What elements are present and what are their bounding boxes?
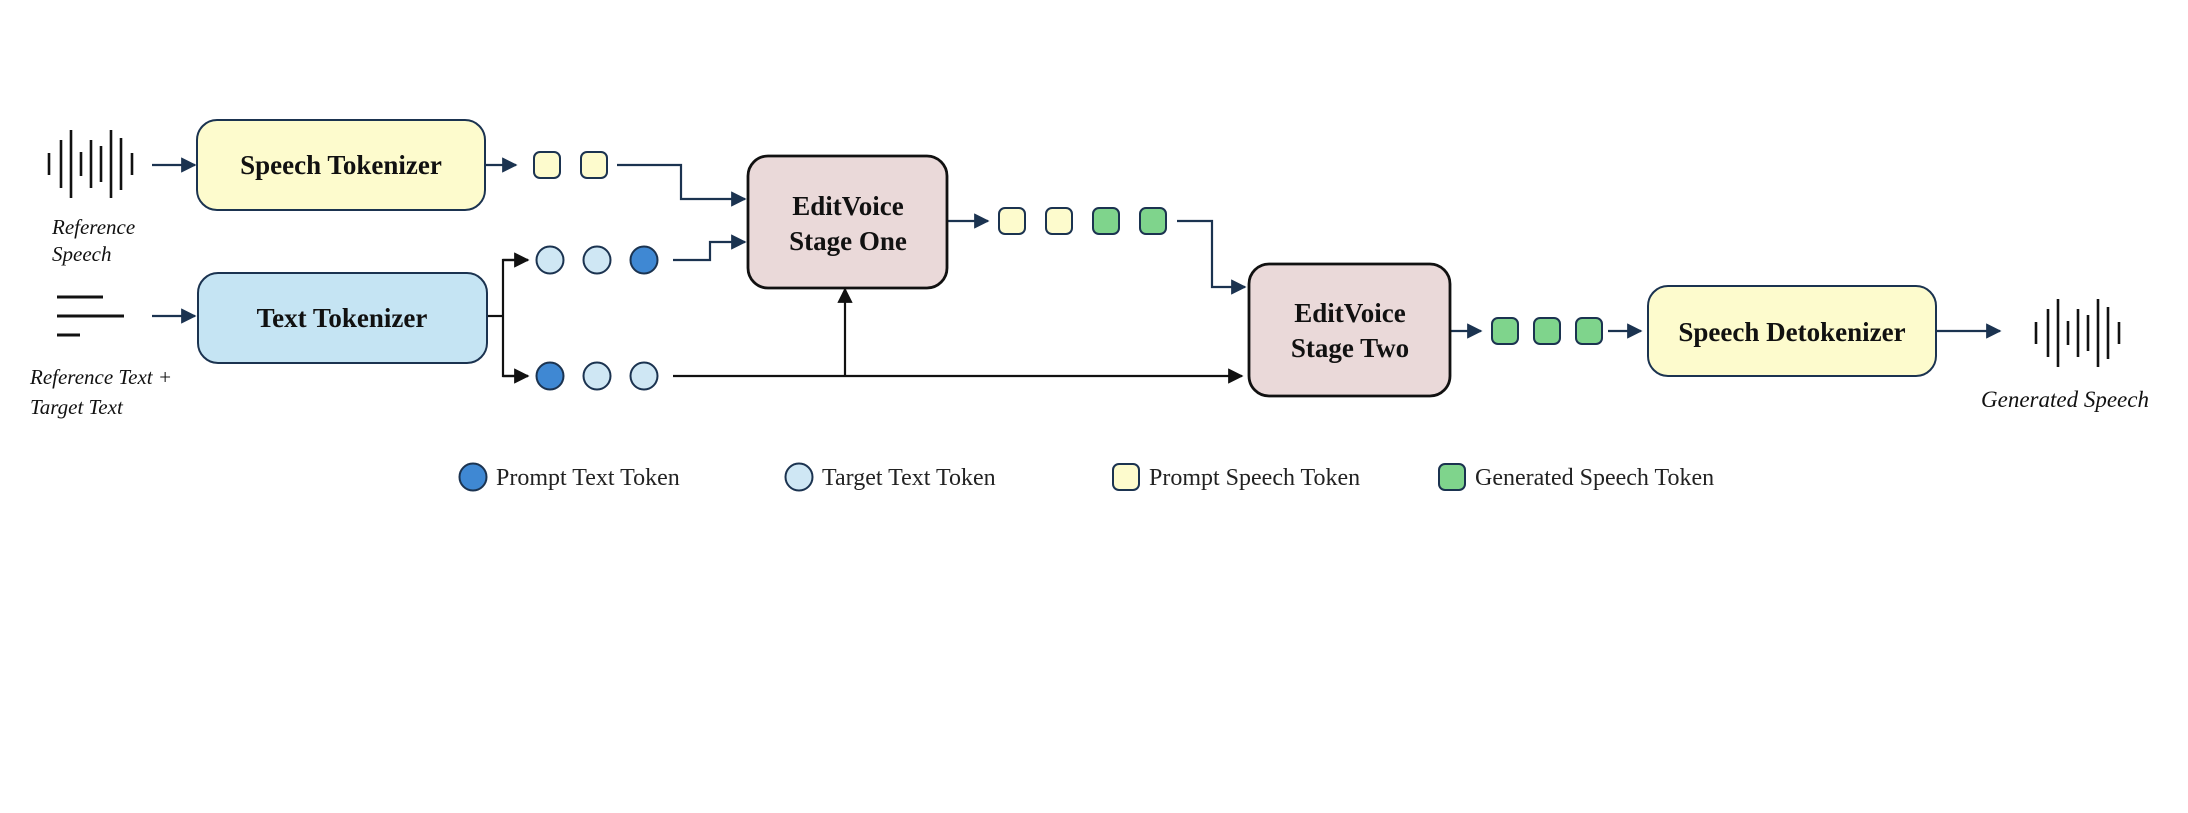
speech-tokenizer-label: Speech Tokenizer <box>240 150 442 180</box>
stage-two-label-line2: Stage Two <box>1291 333 1409 363</box>
text-tokenizer-label: Text Tokenizer <box>257 303 428 333</box>
upper-text-target-text-token-1 <box>535 245 565 275</box>
editvoice-stage-one-block: EditVoice Stage One <box>746 154 949 290</box>
reference-text-caption-line1: Reference Text + <box>29 365 172 389</box>
lower-text-token-group <box>535 361 659 391</box>
stage-one-out-prompt-speech-token-1 <box>998 207 1026 235</box>
connectors <box>152 157 2002 384</box>
text-tokenizer-block: Text Tokenizer <box>197 272 488 364</box>
text-branch-split <box>501 258 528 378</box>
stage-one-output-token-group <box>998 207 1167 235</box>
generated-speech-waveform-icon <box>2034 299 2121 367</box>
arrow-speech-tokens-to-stage-one <box>617 163 747 207</box>
stage-two-out-generated-speech-token-3 <box>1575 317 1603 345</box>
upper-text-token-group <box>535 245 659 275</box>
legend-prompt-text-token-1 <box>458 462 488 492</box>
stage-one-out-prompt-speech-token-2 <box>1045 207 1073 235</box>
stage-one-label-line2: Stage One <box>789 226 907 256</box>
legend-label-prompt-text: Prompt Text Token <box>496 465 680 491</box>
lower-text-target-text-token-2 <box>582 361 612 391</box>
reference-speech-caption-line2: Speech <box>52 242 111 266</box>
stage-one-out-generated-speech-token-4 <box>1139 207 1167 235</box>
generated-speech-caption: Generated Speech <box>1981 387 2149 412</box>
stage-two-output-token-group <box>1491 317 1603 345</box>
legend: Prompt Text Token Target Text Token Prompt… <box>458 462 1714 492</box>
upper-text-prompt-text-token-3 <box>629 245 659 275</box>
stage-one-out-generated-speech-token-3 <box>1092 207 1120 235</box>
speech-detokenizer-block: Speech Detokenizer <box>1647 285 1937 377</box>
legend-target-text-token-1 <box>784 462 814 492</box>
arrow-stage-one-tokens-to-stage-two <box>1177 219 1247 295</box>
legend-label-generated-speech: Generated Speech Token <box>1475 465 1714 491</box>
reference-speech-waveform-icon <box>47 130 134 198</box>
arrow-upper-text-to-stage-one <box>673 234 747 262</box>
speech-detokenizer-label: Speech Detokenizer <box>1678 317 1905 347</box>
legend-label-prompt-speech: Prompt Speech Token <box>1149 465 1360 491</box>
stage-two-label-line1: EditVoice <box>1294 298 1406 328</box>
legend-generated-speech-token-1 <box>1438 463 1466 491</box>
reference-speech-caption-line1: Reference <box>51 215 135 239</box>
stage-two-out-generated-speech-token-2 <box>1533 317 1561 345</box>
lower-text-target-text-token-3 <box>629 361 659 391</box>
reference-text-caption-line2: Target Text <box>30 395 124 419</box>
legend-label-target-text: Target Text Token <box>822 465 996 491</box>
speech-prompt-prompt-speech-token-2 <box>580 151 608 179</box>
upper-text-target-text-token-2 <box>582 245 612 275</box>
reference-text-lines-icon <box>57 295 124 337</box>
editvoice-stage-two-block: EditVoice Stage Two <box>1247 262 1452 398</box>
speech-prompt-prompt-speech-token-1 <box>533 151 561 179</box>
lower-text-prompt-text-token-1 <box>535 361 565 391</box>
speech-prompt-token-group <box>533 151 608 179</box>
stage-two-out-generated-speech-token-1 <box>1491 317 1519 345</box>
speech-tokenizer-block: Speech Tokenizer <box>196 119 486 211</box>
stage-one-label-line1: EditVoice <box>792 191 904 221</box>
legend-prompt-speech-token-1 <box>1112 463 1140 491</box>
